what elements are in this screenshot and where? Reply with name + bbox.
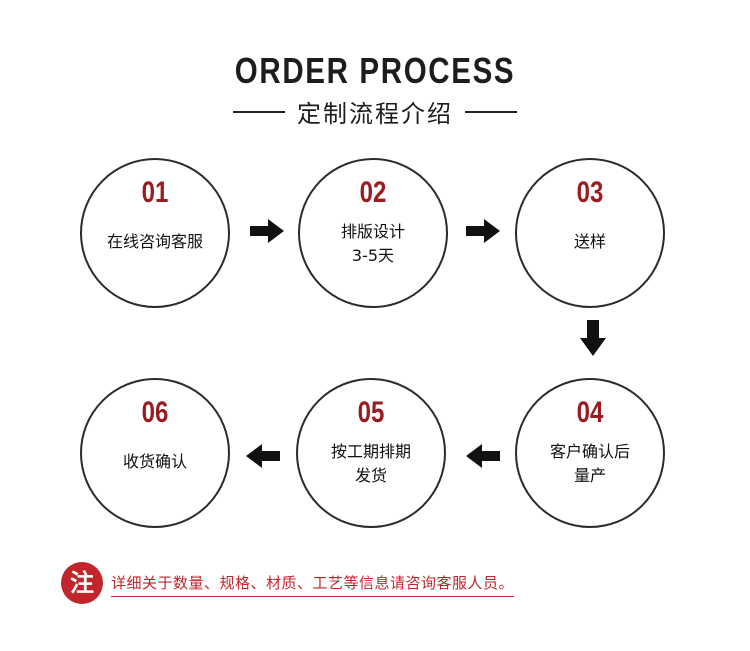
step-label-line1: 送样 [573, 232, 606, 251]
step-label-line1: 在线咨询客服 [106, 232, 203, 251]
step-label-line1: 收货确认 [122, 452, 187, 471]
step-number: 04 [576, 396, 604, 429]
step-label-line1: 按工期排期 [330, 442, 411, 461]
step-number: 01 [141, 176, 169, 209]
step-label: 在线咨询客服 [82, 230, 228, 254]
step-number: 05 [357, 396, 385, 429]
step-label: 送样 [517, 230, 663, 254]
step-04-circle: 04 客户确认后 量产 [515, 378, 665, 528]
step-06-circle: 06 收货确认 [80, 378, 230, 528]
arrow-right-icon [466, 219, 500, 243]
step-label-line2: 发货 [354, 466, 387, 485]
step-03-circle: 03 送样 [515, 158, 665, 308]
step-label: 按工期排期 发货 [298, 440, 444, 488]
subtitle-left-rule [233, 110, 285, 113]
note-text: 详细关于数量、规格、材质、工艺等信息请咨询客服人员。 [111, 572, 515, 597]
step-label-line1: 排版设计 [340, 222, 405, 241]
step-label: 排版设计 3-5天 [300, 220, 446, 268]
step-02-circle: 02 排版设计 3-5天 [298, 158, 448, 308]
step-number: 03 [576, 176, 604, 209]
step-number: 06 [141, 396, 169, 429]
arrow-left-icon [466, 444, 500, 468]
page-title: ORDER PROCESS [234, 50, 516, 91]
subtitle-row: 定制流程介绍 [0, 94, 750, 129]
step-label-line1: 客户确认后 [549, 442, 630, 461]
step-label: 客户确认后 量产 [517, 440, 663, 488]
arrow-down-icon [580, 320, 606, 356]
arrow-left-icon [246, 444, 280, 468]
page-subtitle: 定制流程介绍 [297, 100, 453, 128]
step-label-line2: 3-5天 [351, 246, 395, 265]
step-01-circle: 01 在线咨询客服 [80, 158, 230, 308]
step-label: 收货确认 [82, 450, 228, 474]
note-badge: 注 [61, 562, 103, 604]
step-label-line2: 量产 [573, 466, 606, 485]
subtitle-right-rule [465, 110, 517, 113]
arrow-right-icon [250, 219, 284, 243]
step-05-circle: 05 按工期排期 发货 [296, 378, 446, 528]
step-number: 02 [359, 176, 387, 209]
